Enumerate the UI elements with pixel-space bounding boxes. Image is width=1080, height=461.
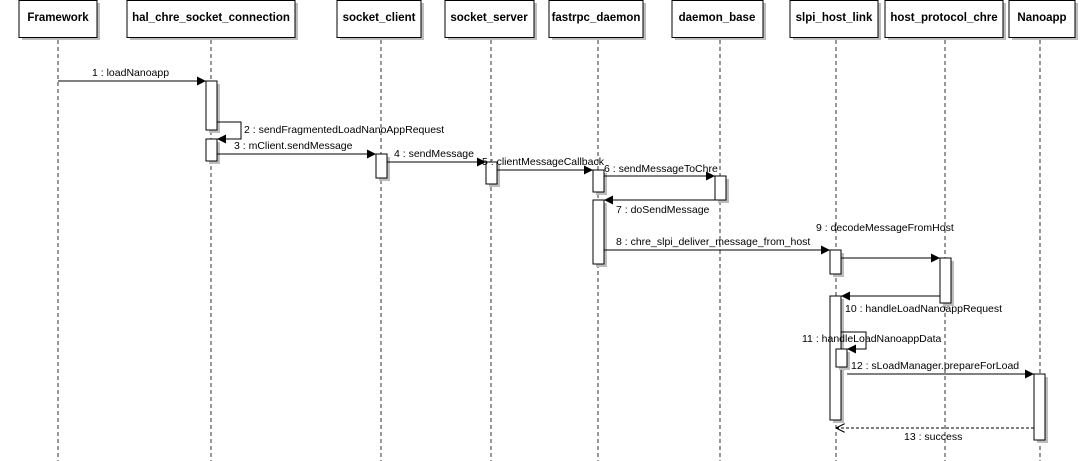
participant-daemon-base: daemon_base	[671, 0, 766, 40]
message-8: 8 : chre_slpi_deliver_message_from_host	[604, 236, 830, 255]
activation-bar	[375, 153, 388, 179]
participant-label: Framework	[27, 12, 89, 24]
activation-bar	[714, 175, 727, 201]
participant-label: hal_chre_socket_connection	[132, 12, 290, 24]
activation-bar	[1033, 373, 1046, 441]
activation-bar	[939, 257, 952, 304]
message-label: 11 : handleLoadNanoappData	[802, 333, 942, 345]
activation-bar	[592, 199, 605, 265]
participant-socket-server: socket_server	[444, 0, 537, 40]
participant-slpi-host-link: slpi_host_link	[789, 0, 881, 40]
message-label: 1 : loadNanoapp	[92, 67, 169, 79]
message-label: 5 : clientMessageCallback	[482, 156, 605, 168]
participant-hal-chre-socket-connection: hal_chre_socket_connection	[126, 0, 298, 40]
participant-fastrpc-daemon: fastrpc_daemon	[548, 0, 646, 40]
message-9: 9 : decodeMessageFromHost	[816, 222, 954, 263]
message-label: 9 : decodeMessageFromHost	[816, 222, 954, 234]
message-1: 1 : loadNanoapp	[58, 67, 206, 86]
activation-bar	[485, 161, 498, 185]
participant-label: host_protocol_chre	[890, 12, 997, 24]
participant-framework: Framework	[18, 0, 100, 40]
activation-bar	[829, 249, 842, 275]
message-label: 12 : sLoadManager.prepareForLoad	[851, 360, 1019, 372]
message-2: 2 : sendFragmentedLoadNanoAppRequest	[217, 121, 444, 144]
activation-bar	[592, 169, 605, 193]
participant-nanoapp: Nanoapp	[1008, 0, 1078, 40]
participant-label: fastrpc_daemon	[552, 12, 641, 24]
message-5: 5 : clientMessageCallback	[482, 156, 605, 175]
message-7: 7 : doSendMessage	[604, 195, 715, 216]
message-13: 13 : success	[836, 428, 1034, 443]
message-label: 10 : handleLoadNanoappRequest	[845, 303, 1002, 315]
message-label: 3 : mClient.sendMessage	[234, 140, 353, 152]
activation-bar	[205, 80, 218, 131]
participant-headers: Framework hal_chre_socket_connection soc…	[18, 0, 1078, 40]
participant-label: daemon_base	[679, 12, 756, 24]
lifelines	[57, 40, 1041, 461]
message-3: 3 : mClient.sendMessage	[217, 140, 376, 159]
message-label: 4 : sendMessage	[394, 148, 474, 160]
activation-bars	[205, 80, 1048, 443]
message-6: 6 : sendMessageToChre	[604, 163, 718, 181]
participant-label: socket_client	[343, 12, 416, 24]
participant-label: slpi_host_link	[796, 12, 873, 24]
activation-bar	[835, 348, 848, 368]
message-10: 10 : handleLoadNanoappRequest	[841, 291, 1002, 315]
message-label: 13 : success	[904, 431, 962, 443]
message-label: 8 : chre_slpi_deliver_message_from_host	[616, 236, 810, 248]
message-12: 12 : sLoadManager.prepareForLoad	[847, 360, 1034, 379]
messages: 1 : loadNanoapp 2 : sendFragmentedLoadNa…	[58, 67, 1034, 443]
participant-host-protocol-chre: host_protocol_chre	[884, 0, 1006, 40]
message-11: 11 : handleLoadNanoappData	[802, 331, 942, 354]
message-label: 2 : sendFragmentedLoadNanoAppRequest	[244, 124, 444, 136]
activation-bar	[205, 138, 218, 162]
message-4: 4 : sendMessage	[387, 148, 486, 167]
message-label: 6 : sendMessageToChre	[604, 163, 718, 175]
participant-label: Nanoapp	[1017, 12, 1066, 24]
message-label: 7 : doSendMessage	[616, 204, 710, 216]
participant-label: socket_server	[450, 12, 528, 24]
participant-socket-client: socket_client	[336, 0, 424, 40]
